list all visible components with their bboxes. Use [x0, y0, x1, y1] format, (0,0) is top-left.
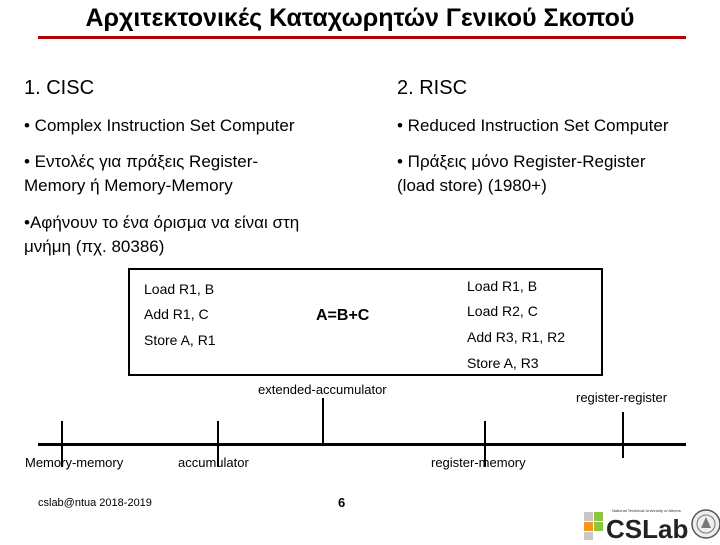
course-footer: cslab@ntua 2018-2019: [38, 497, 152, 509]
accumulator-code-line: Add R1, C: [144, 306, 209, 322]
risc-bullet-1: • Reduced Instruction Set Computer: [397, 116, 669, 135]
slide-title: Αρχιτεκτονικές Καταχωρητών Γενικού Σκοπο…: [85, 4, 635, 32]
register-code-line: Store A, R3: [467, 355, 539, 371]
logo-subtitle: National Technical University of Athens: [612, 508, 681, 513]
cslab-logo: CSLab National Technical University of A…: [584, 508, 720, 544]
cisc-bullet-2-line1: • Εντολές για πράξεις Register-: [24, 152, 259, 171]
timeline-tick: [217, 421, 219, 467]
cisc-bullet-2-line2: Memory ή Memory-Memory: [24, 176, 233, 195]
extended-accumulator-label: extended-accumulator: [258, 382, 387, 397]
memory-memory-label: Memory-memory: [25, 455, 124, 470]
register-code-line: Load R1, B: [467, 278, 538, 294]
cslab-logo-graphic: CSLab: [584, 509, 720, 544]
register-code-line: Add R3, R1, R2: [467, 329, 566, 345]
risc-heading: 2. RISC: [397, 77, 468, 99]
architecture-timeline-axis: [38, 443, 686, 446]
risc-bullet-2-line2: (load store) (1980+): [397, 176, 547, 195]
timeline-tick: [622, 412, 624, 458]
cisc-heading: 1. CISC: [24, 77, 95, 99]
timeline-tick: [61, 421, 63, 467]
svg-text:CSLab: CSLab: [606, 514, 688, 540]
cisc-bullet-3-line2: μνήμη (πχ. 80386): [24, 237, 165, 256]
timeline-tick: [322, 398, 324, 444]
risc-bullet-2-line1: • Πράξεις μόνο Register-Register: [397, 152, 646, 171]
accumulator-code-line: Store A, R1: [144, 332, 216, 348]
register-code-line: Load R2, C: [467, 303, 538, 319]
accumulator-label: accumulator: [178, 455, 249, 470]
accumulator-code-line: Load R1, B: [144, 281, 215, 297]
example-code-box: [128, 268, 603, 376]
cisc-bullet-3-line1: •Αφήνουν το ένα όρισμα να είναι στη: [24, 213, 300, 232]
register-register-label: register-register: [576, 390, 668, 405]
title-underline: [38, 36, 686, 39]
register-memory-label: register-memory: [431, 455, 526, 470]
timeline-tick: [484, 421, 486, 467]
page-number: 6: [338, 495, 346, 510]
expression-label: A=B+C: [316, 307, 370, 324]
cisc-bullet-1: • Complex Instruction Set Computer: [24, 116, 295, 135]
